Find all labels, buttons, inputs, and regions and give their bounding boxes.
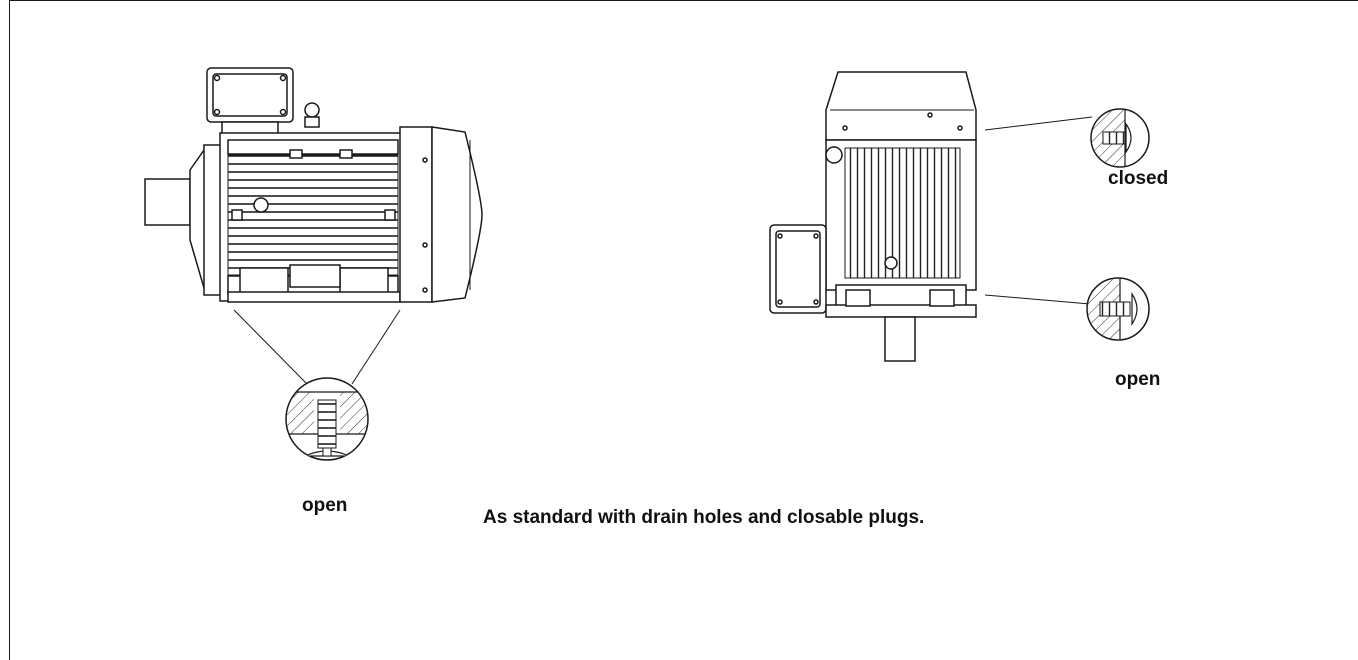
side-view-open-label: open bbox=[302, 495, 348, 516]
fan-cover bbox=[399, 126, 433, 303]
drain-plug-detail-left bbox=[285, 377, 369, 461]
end-view-closed-label: closed bbox=[1108, 168, 1169, 189]
caption: As standard with drain holes and closabl… bbox=[483, 507, 925, 528]
shaft bbox=[144, 178, 191, 226]
terminal-box bbox=[769, 224, 827, 314]
drain-plug-detail-open bbox=[1086, 277, 1150, 341]
end-view-open-label: open bbox=[1115, 369, 1161, 390]
drawing-frame bbox=[9, 0, 1358, 660]
terminal-box bbox=[206, 67, 294, 135]
motor-end-view bbox=[769, 71, 977, 362]
lifting-eye-icon bbox=[304, 102, 320, 118]
drain-plug-detail-closed bbox=[1090, 108, 1150, 168]
shaft bbox=[884, 316, 916, 362]
fan-cover bbox=[825, 71, 977, 141]
motor-side-view bbox=[144, 67, 483, 303]
